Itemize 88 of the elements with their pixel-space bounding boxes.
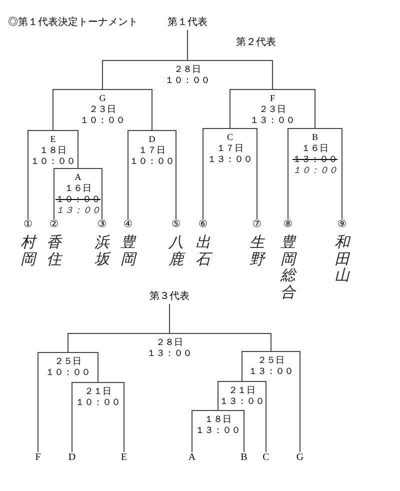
entry-number: ⑦ — [252, 219, 262, 231]
team-name: 村岡 — [20, 234, 36, 267]
team-name: 八鹿 — [168, 234, 184, 267]
match-bracket — [230, 89, 315, 126]
match-date: １３：００ — [248, 366, 294, 377]
match-date: １８日 — [40, 145, 66, 156]
match-letter: D — [148, 134, 156, 145]
match-date: １８日 — [204, 414, 232, 425]
bracket-line — [102, 60, 103, 90]
match-date: １０：００ — [30, 156, 76, 167]
match-date: １０：００ — [76, 397, 120, 408]
match-date: ２５日 — [54, 356, 82, 367]
match-bracket — [38, 352, 98, 378]
entry-number: ④ — [124, 219, 132, 231]
entry-number: ① — [24, 219, 32, 231]
match-date: １３：００ — [250, 115, 295, 126]
entry-number: ⑧ — [284, 219, 292, 231]
match-bracket — [218, 381, 266, 407]
bracket-line — [272, 60, 273, 90]
match-letter: C — [262, 452, 270, 464]
match-bracket — [54, 168, 102, 216]
bracket-line — [270, 332, 272, 352]
match-date: １０：００ — [46, 367, 90, 378]
match-date: １６日 — [302, 143, 328, 154]
team-name: 豊岡総合 — [280, 234, 296, 300]
team-name: 香住 — [46, 234, 62, 267]
result-label: 第１代表 — [168, 16, 208, 30]
bracket-line — [314, 88, 316, 128]
team-name: 浜坂 — [94, 234, 110, 267]
bracket-line — [202, 128, 204, 220]
match-letter: F — [270, 93, 275, 104]
match-letter: D — [68, 452, 76, 464]
match-date: ２５日 — [258, 355, 284, 366]
team-name: 豊岡 — [120, 234, 136, 267]
match-letter: A — [188, 452, 196, 464]
bracket-line — [52, 88, 54, 130]
match-letter: B — [312, 132, 318, 143]
match-date: １６日 — [64, 183, 92, 194]
match-letter: E — [50, 134, 56, 145]
match-date: ２１日 — [228, 385, 256, 396]
team-name: 生野 — [250, 234, 264, 267]
handwritten-time: １３：００ — [56, 205, 100, 216]
match-bracket — [128, 130, 176, 167]
match-date: ２１日 — [84, 386, 112, 397]
struck-time: １３：００ — [292, 154, 338, 165]
match-date: １３：００ — [220, 396, 264, 407]
match-date: １０：００ — [165, 75, 210, 86]
match-date: １３：００ — [208, 154, 252, 165]
result-label: 第３代表 — [150, 290, 190, 304]
match-date: ２８日 — [174, 64, 201, 75]
match-letter: C — [226, 132, 233, 143]
handwritten-time: １０：００ — [292, 165, 338, 176]
note-label: 第２代表 — [236, 36, 276, 50]
match-bracket — [102, 60, 272, 86]
match-date: １３：００ — [147, 348, 192, 359]
match-date: １７日 — [138, 145, 166, 156]
match-date: １７日 — [216, 143, 244, 154]
match-date: ２８日 — [156, 337, 183, 348]
match-date: １０：００ — [80, 115, 125, 126]
bracket-line — [256, 128, 258, 220]
entry-number: ⑨ — [338, 219, 346, 231]
match-bracket — [28, 130, 78, 167]
match-letter: F — [35, 452, 41, 464]
match-bracket — [203, 128, 257, 165]
match-bracket — [242, 351, 300, 377]
entry-number: ⑤ — [172, 219, 180, 231]
entry-number: ③ — [98, 219, 106, 231]
match-bracket — [288, 128, 342, 176]
team-name: 和田山 — [334, 234, 350, 284]
bracket-line — [187, 30, 188, 60]
match-date: ２３日 — [89, 104, 116, 115]
match-letter: G — [99, 93, 106, 104]
match-bracket — [72, 382, 124, 408]
match-date: １０：００ — [130, 156, 174, 167]
match-bracket — [192, 410, 244, 436]
match-letter: A — [74, 172, 82, 183]
title: ◎第１代表決定トーナメント — [8, 16, 138, 30]
team-name: 出石 — [196, 234, 210, 267]
struck-time: １０：００ — [56, 194, 100, 205]
match-letter: B — [240, 452, 248, 464]
match-letter: E — [120, 452, 128, 464]
entry-number: ⑥ — [198, 219, 208, 231]
match-letter: G — [296, 452, 304, 464]
bracket-line — [169, 304, 170, 334]
match-bracket — [53, 89, 152, 126]
entry-number: ② — [50, 219, 58, 231]
match-date: ２３日 — [259, 104, 286, 115]
match-date: １３：００ — [196, 425, 240, 436]
